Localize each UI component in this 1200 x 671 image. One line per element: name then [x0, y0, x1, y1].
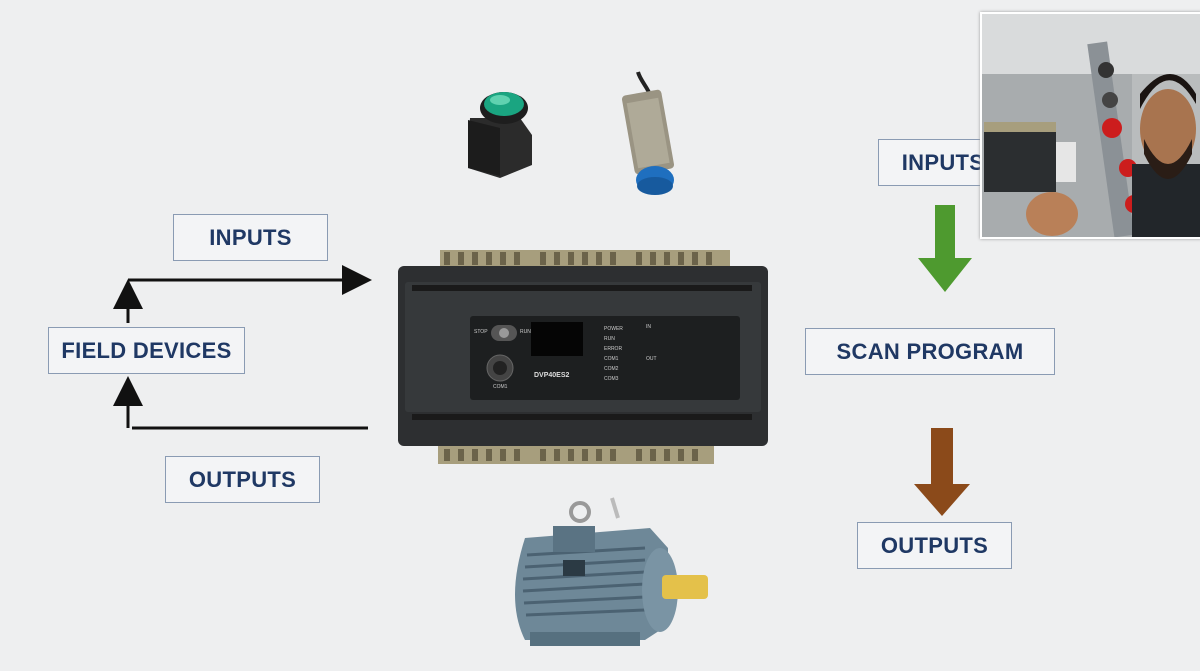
plc-model-text: DVP40ES2 — [534, 372, 570, 379]
plc-in-label: IN — [646, 324, 651, 330]
brown-down-arrow — [914, 428, 970, 516]
green-down-arrow — [918, 205, 972, 292]
output-arrow — [113, 376, 368, 430]
webcam-overlay — [980, 12, 1200, 239]
plc-run-label: RUN — [520, 329, 531, 335]
plc-led-com2: COM2 — [604, 366, 619, 372]
scan-program-label: SCAN PROGRAM — [805, 328, 1055, 375]
plc-led-com1: COM1 — [604, 356, 619, 362]
left-inputs-label: INPUTS — [173, 214, 328, 261]
plc-led-power: POWER — [604, 326, 623, 332]
plc-com-label: COM1 — [493, 384, 508, 390]
plc-led-run: RUN — [604, 336, 615, 342]
plc-status-leds: POWER RUN ERROR COM1 COM2 COM3 — [604, 324, 623, 384]
plc-stop-label: STOP — [474, 329, 488, 335]
plc-led-com3: COM3 — [604, 376, 619, 382]
input-arrow — [113, 265, 372, 323]
field-devices-label: FIELD DEVICES — [48, 327, 245, 374]
webcam-scene — [982, 14, 1200, 237]
right-outputs-label: OUTPUTS — [857, 522, 1012, 569]
plc-out-label: OUT — [646, 356, 657, 362]
plc-led-error: ERROR — [604, 346, 623, 352]
left-outputs-label: OUTPUTS — [165, 456, 320, 503]
